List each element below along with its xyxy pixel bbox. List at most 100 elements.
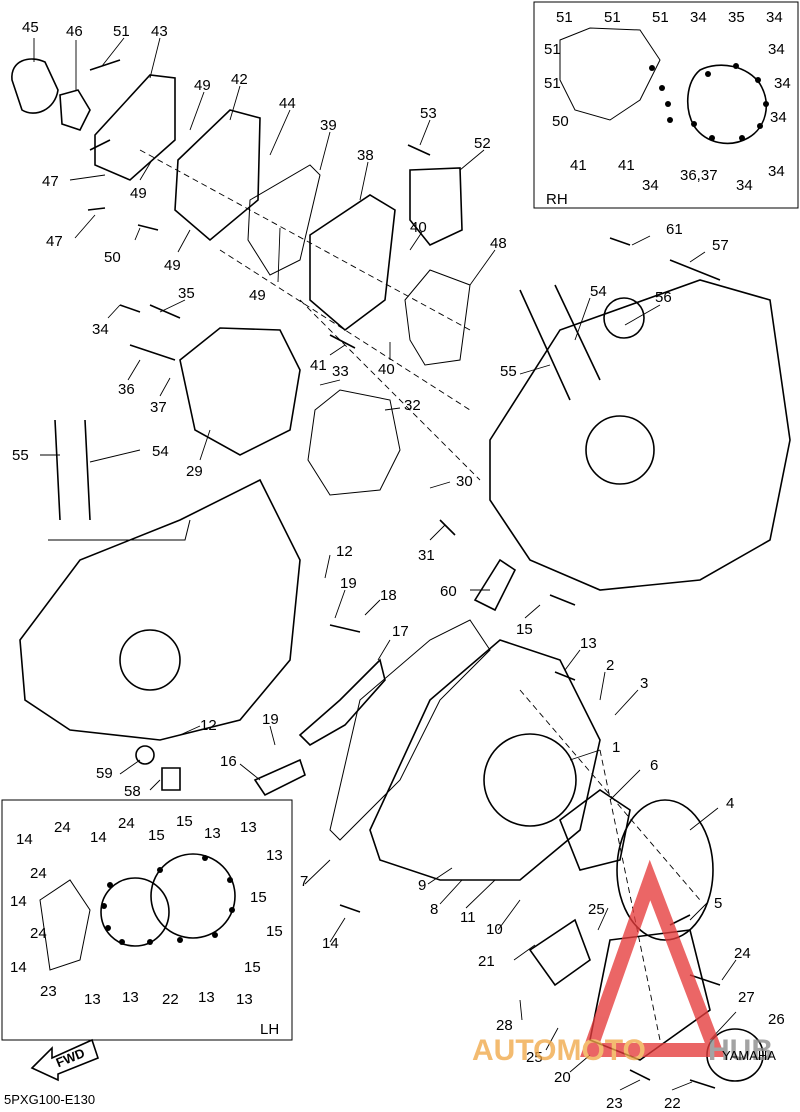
callout-label: 41 [618, 157, 635, 174]
callout-label: 13 [84, 991, 101, 1008]
callout-label: 34 [770, 109, 787, 126]
callout-label: 6 [650, 757, 658, 774]
callout-label: 50 [104, 249, 121, 266]
callout-label: 51 [544, 75, 561, 92]
callout-label: 7 [300, 873, 308, 890]
callout-label: 13 [236, 991, 253, 1008]
callout-label: 1 [612, 739, 620, 756]
callout-label: 15 [148, 827, 165, 844]
callout-label: 18 [380, 587, 397, 604]
leader-lines [33, 37, 737, 1091]
diagram-code: 5PXG100-E130 [4, 1092, 95, 1107]
callout-label: 27 [738, 989, 755, 1006]
callout-label: 49 [194, 77, 211, 94]
callout-label: 21 [478, 953, 495, 970]
callout-label: 12 [200, 717, 217, 734]
callout-label: 24 [118, 815, 135, 832]
callout-label: 59 [96, 765, 113, 782]
emblem-text: YAMAHA [722, 1048, 776, 1063]
callout-label: 42 [231, 71, 248, 88]
callout-label: 35 [728, 9, 745, 26]
callout-label: 15 [266, 923, 283, 940]
callout-label: 34 [774, 75, 791, 92]
callout-label: 54 [152, 443, 169, 460]
callout-label: 13 [198, 989, 215, 1006]
callout-label: 24 [30, 865, 47, 882]
callout-label: 33 [332, 363, 349, 380]
callout-label: 38 [357, 147, 374, 164]
callout-label: 49 [249, 287, 266, 304]
callout-label: 19 [340, 575, 357, 592]
callout-label: 25 [588, 901, 605, 918]
callout-label: 13 [240, 819, 257, 836]
callout-label: 28 [496, 1017, 513, 1034]
callout-label: 35 [178, 285, 195, 302]
callout-label: 51 [604, 9, 621, 26]
callout-label: 14 [10, 959, 27, 976]
callout-label: 15 [176, 813, 193, 830]
callout-label: 17 [392, 623, 409, 640]
callout-label: 25 [526, 1049, 543, 1066]
callout-label: 15 [516, 621, 533, 638]
callout-label: 5 [714, 895, 722, 912]
callout-label: 12 [336, 543, 353, 560]
callout-label: 49 [130, 185, 147, 202]
watermark-triangle-icon [580, 859, 726, 1057]
callout-label: 49 [164, 257, 181, 274]
callout-label: 41 [570, 157, 587, 174]
callout-label: 10 [486, 921, 503, 938]
callout-label: 34 [766, 9, 783, 26]
fwd-label: FWD [54, 1045, 87, 1070]
callout-label: 60 [440, 583, 457, 600]
callout-label: 40 [410, 219, 427, 236]
callout-label: 47 [46, 233, 63, 250]
callout-label: 34 [736, 177, 753, 194]
callout-label: 13 [266, 847, 283, 864]
callout-label: 19 [262, 711, 279, 728]
callout-label: 13 [204, 825, 221, 842]
callout-label: 29 [186, 463, 203, 480]
callout-label: 34 [768, 41, 785, 58]
callout-label: 34 [642, 177, 659, 194]
callout-label: 20 [554, 1069, 571, 1086]
callout-label: 14 [322, 935, 339, 952]
watermark-brand-right: HUB [708, 1034, 773, 1067]
callout-label: 2 [606, 657, 614, 674]
callout-label: 36 [118, 381, 135, 398]
callout-label: 50 [552, 113, 569, 130]
callout-label: 23 [606, 1095, 623, 1112]
rh-inset-label: RH [546, 191, 568, 208]
callout-label: 57 [712, 237, 729, 254]
callout-label: 36,37 [680, 167, 718, 184]
callout-label: 32 [404, 397, 421, 414]
watermark-brand-left: AUTOMOTO [472, 1034, 646, 1067]
callout-label: 4 [726, 795, 734, 812]
lh-inset [1, 799, 293, 1041]
parts-line-art [11, 58, 791, 1089]
callout-label: 55 [500, 363, 517, 380]
callout-label: 34 [690, 9, 707, 26]
callout-label: 15 [250, 889, 267, 906]
callout-label: 14 [90, 829, 107, 846]
rh-inset [533, 1, 799, 209]
callout-label: 55 [12, 447, 29, 464]
callout-label: 46 [66, 23, 83, 40]
callout-label: 48 [490, 235, 507, 252]
callout-label: 37 [150, 399, 167, 416]
callout-label: 47 [42, 173, 59, 190]
callout-label: 15 [244, 959, 261, 976]
callout-label: 22 [162, 991, 179, 1008]
lh-inset-label: LH [260, 1021, 279, 1038]
callout-label: 54 [590, 283, 607, 300]
callout-label: 23 [40, 983, 57, 1000]
callout-label: 3 [640, 675, 648, 692]
callout-label: 30 [456, 473, 473, 490]
callout-label: 52 [474, 135, 491, 152]
callout-label: 43 [151, 23, 168, 40]
callout-label: 24 [54, 819, 71, 836]
callout-label: 51 [556, 9, 573, 26]
callout-label: 51 [544, 41, 561, 58]
callout-label: 45 [22, 19, 39, 36]
callout-label: 34 [768, 163, 785, 180]
